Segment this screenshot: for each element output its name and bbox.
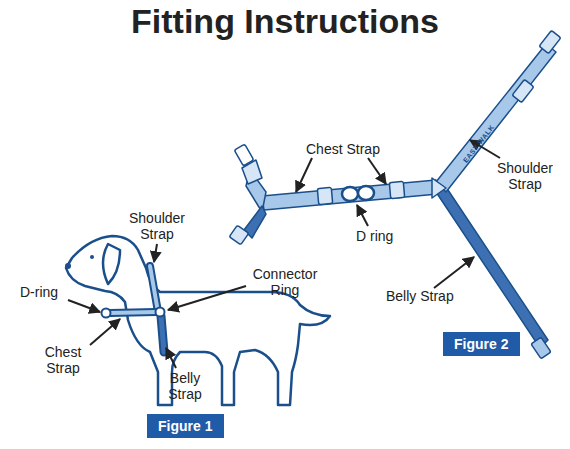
part-label: Connector Ring (248, 266, 322, 298)
strap-label: Shoulder Strap (122, 210, 192, 242)
flat-harness (229, 30, 561, 358)
figure-tag: Figure 2 (443, 332, 520, 356)
figure-number: Figure 2 (454, 336, 509, 352)
figure-number: Figure 1 (158, 418, 213, 434)
strap-label: Shoulder Strap (490, 160, 560, 192)
leader-lines (68, 244, 246, 368)
part-label: D-ring (20, 284, 80, 300)
strap-label: Chest Strap (306, 141, 426, 157)
strap-label: Belly Strap (386, 288, 486, 304)
dog-outline (65, 236, 330, 405)
page-title: Fitting Instructions (0, 2, 570, 41)
strap-label: Belly Strap (160, 370, 210, 402)
part-label: D ring (356, 228, 416, 244)
dog-harness (102, 266, 165, 352)
strap-label: Chest Strap (38, 344, 88, 376)
figure-tag: Figure 1 (147, 414, 224, 438)
